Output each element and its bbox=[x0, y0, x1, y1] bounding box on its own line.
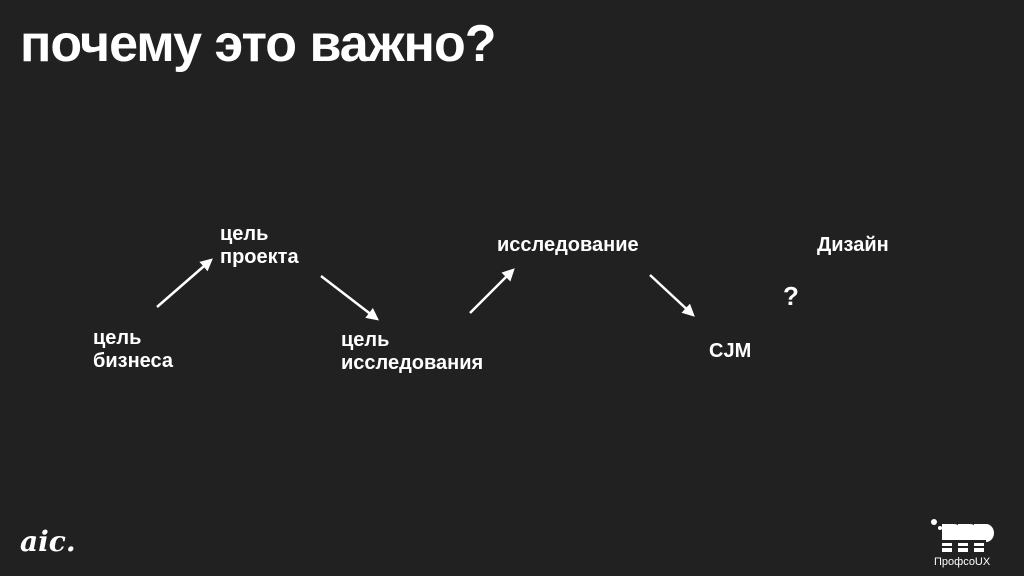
node-research-goal-line-2: исследования bbox=[341, 352, 484, 374]
node-research: исследование bbox=[497, 234, 639, 256]
arrow-project-to-research-goal bbox=[320, 275, 379, 321]
node-research-goal-line-1: цель bbox=[341, 329, 390, 351]
node-project-goal-line-2: проекта bbox=[220, 246, 299, 268]
arrow-research-goal-to-research bbox=[469, 268, 515, 314]
profsoux-logo: ПрофсоUX bbox=[928, 516, 1004, 572]
node-business-goal-line-1: цель bbox=[93, 327, 142, 349]
profsoux-logo-text: ПрофсоUX bbox=[934, 556, 991, 568]
node-research-goal: цель исследования bbox=[341, 329, 483, 375]
arrow-research-to-cjm bbox=[649, 274, 695, 317]
node-design: Дизайн bbox=[817, 234, 889, 256]
question-mark: ? bbox=[783, 281, 799, 311]
node-project-goal: цель проекта bbox=[220, 223, 299, 269]
slide-title: почему это важно? bbox=[20, 15, 496, 73]
arrow-business-to-project bbox=[156, 258, 213, 308]
node-cjm: CJM bbox=[709, 340, 752, 362]
node-business-goal-line-2: бизнеса bbox=[93, 350, 174, 372]
node-project-goal-line-1: цель bbox=[220, 223, 269, 245]
aic-logo: aic. bbox=[20, 525, 76, 558]
profsoux-heads-icon bbox=[931, 519, 994, 552]
node-business-goal: цель бизнеса bbox=[93, 327, 173, 373]
